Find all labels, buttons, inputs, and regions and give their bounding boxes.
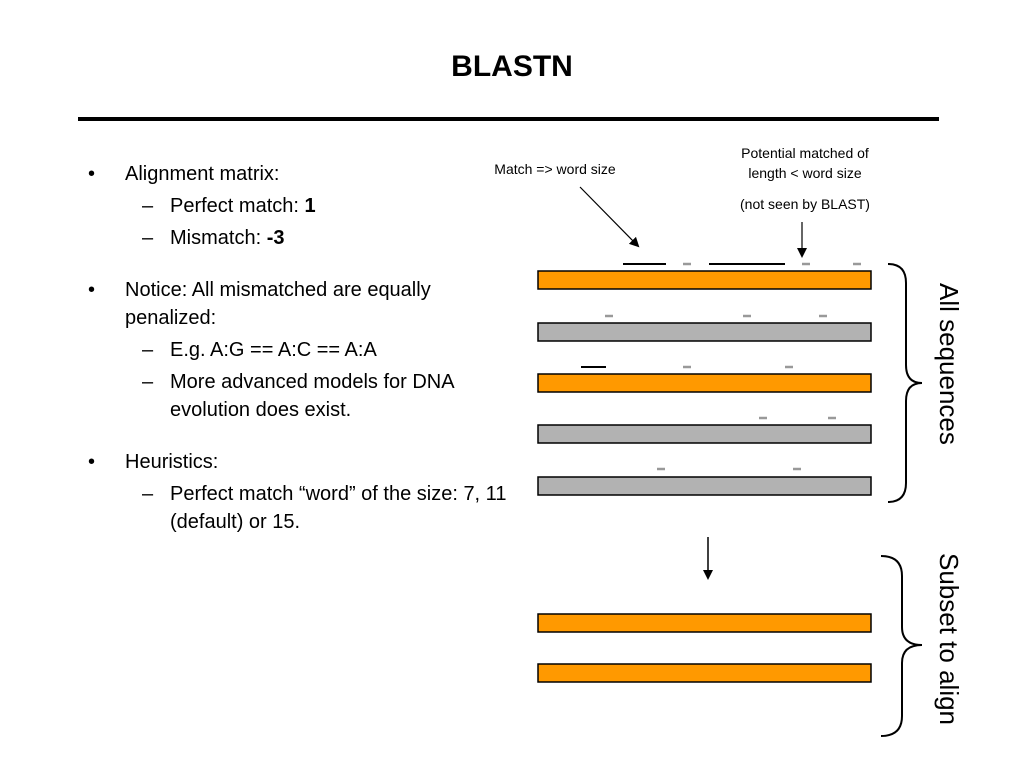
- subset-brace: [880, 555, 923, 737]
- match-pointer-arrow: [579, 186, 640, 248]
- sub-bullet-perfect-match: – Perfect match: 1: [125, 192, 518, 220]
- sub-bullet-word-size: – Perfect match “word” of the size: 7, 1…: [125, 480, 518, 536]
- potential-match-label-line2: length < word size: [748, 165, 862, 181]
- sequence-bar-highlighted: [537, 270, 872, 290]
- sub-bullet-marker: –: [142, 483, 154, 505]
- sub-bullet-marker: –: [142, 227, 154, 249]
- match-word-size-label: Match => word size: [494, 161, 616, 177]
- all-sequences-label: All sequences: [934, 283, 964, 445]
- sequence-bar: [537, 322, 872, 342]
- subset-to-align-label: Subset to align: [934, 553, 964, 726]
- sub-bullet-mismatch: – Mismatch: -3: [125, 224, 518, 252]
- sub-bullet-marker: –: [142, 195, 154, 217]
- perfect-match-score: 1: [304, 195, 316, 217]
- sub-bullet-text: Perfect match “word” of the size: 7, 11 …: [170, 483, 507, 533]
- subset-sequence-bar: [537, 663, 872, 683]
- sub-bullet-example: – E.g. A:G == A:C == A:A: [125, 336, 518, 364]
- bullet-list: • Alignment matrix: – Perfect match: 1 –…: [88, 160, 518, 536]
- sequence-bar: [537, 424, 872, 444]
- short-match-marks: [605, 262, 861, 471]
- bullet-text: Notice: All mismatched are equally penal…: [125, 279, 431, 329]
- sub-bullet-marker: –: [142, 371, 154, 393]
- subset-sequence-bar: [537, 613, 872, 633]
- mismatch-label: Mismatch:: [170, 227, 267, 249]
- bullet-marker: •: [88, 279, 96, 301]
- sub-bullet-text: E.g. A:G == A:C == A:A: [170, 339, 377, 361]
- slide-title: BLASTN: [451, 50, 573, 83]
- perfect-match-label: Perfect match:: [170, 195, 305, 217]
- bullet-alignment-matrix: • Alignment matrix: – Perfect match: 1 –…: [88, 160, 518, 252]
- bullet-text: Alignment matrix:: [125, 163, 280, 185]
- sequence-bar: [537, 476, 872, 496]
- sub-bullet-text: More advanced models for DNA evolution d…: [170, 371, 454, 421]
- sub-bullet-advanced-models: – More advanced models for DNA evolution…: [125, 368, 518, 424]
- title-divider: [78, 117, 939, 121]
- bullet-notice: • Notice: All mismatched are equally pen…: [88, 276, 518, 424]
- sub-bullet-marker: –: [142, 339, 154, 361]
- potential-match-label-line1: Potential matched of: [741, 145, 869, 161]
- bullet-heuristics: • Heuristics: – Perfect match “word” of …: [88, 448, 518, 536]
- sequence-bar-highlighted: [537, 373, 872, 393]
- bullet-marker: •: [88, 451, 96, 473]
- all-sequences-brace: [887, 263, 923, 503]
- bullet-text: Heuristics:: [125, 451, 219, 473]
- not-seen-by-blast-label: (not seen by BLAST): [740, 196, 870, 212]
- mismatch-score: -3: [266, 227, 285, 249]
- bullet-marker: •: [88, 163, 96, 185]
